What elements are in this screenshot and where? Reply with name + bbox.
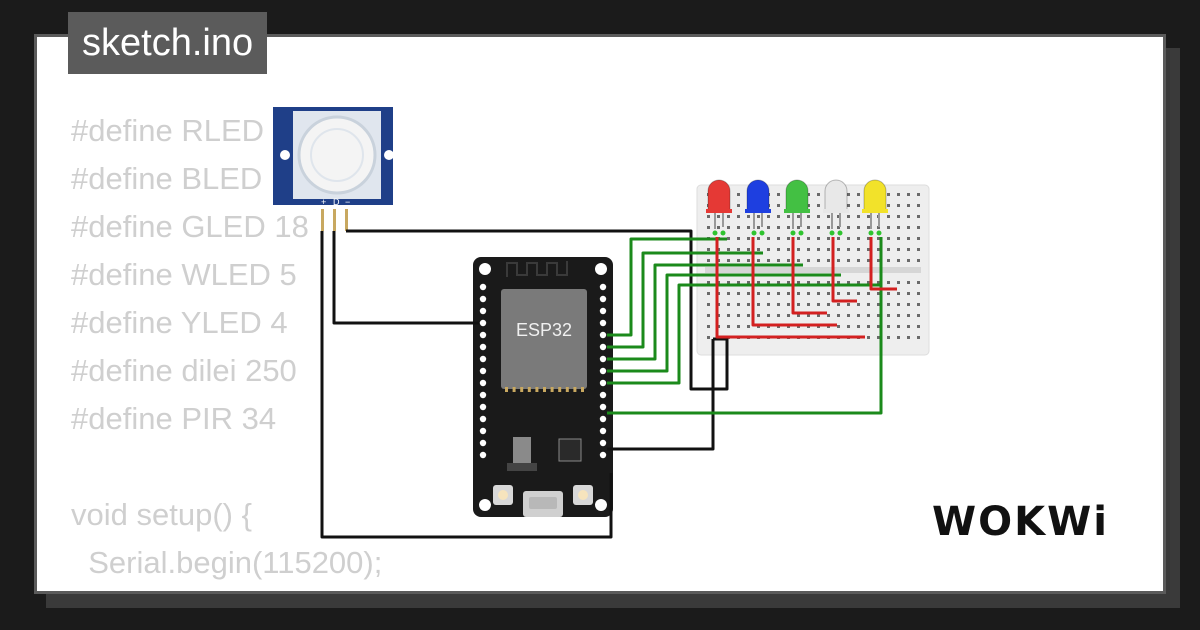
circuit-diagram[interactable]: ESP32 + D − <box>37 37 1166 594</box>
green-led[interactable] <box>784 179 810 236</box>
led-group[interactable] <box>706 179 888 236</box>
wokwi-logo: WOKWi <box>932 499 1109 545</box>
pir-pin-vcc: + <box>321 197 326 207</box>
code-line: #define GLED 18 <box>71 209 309 244</box>
white-led[interactable] <box>823 179 849 236</box>
yellow-led[interactable] <box>862 179 888 236</box>
filename-tab[interactable]: sketch.ino <box>68 12 268 74</box>
code-line: #define YLED 4 <box>71 305 288 340</box>
esp32-module <box>501 289 587 389</box>
red-led[interactable] <box>706 179 732 236</box>
blue-led[interactable] <box>745 179 771 236</box>
preview-card: #define RLED 21#define BLED 19#define GL… <box>34 34 1166 594</box>
code-line: #define PIR 34 <box>71 401 277 436</box>
code-line: Serial.begin(115200); <box>71 545 383 580</box>
wires <box>320 229 897 539</box>
pir-pin-data: D <box>333 197 340 207</box>
board-label: ESP32 <box>516 320 572 340</box>
pir-sensor[interactable]: + D − <box>273 107 394 231</box>
code-line: #define WLED 5 <box>71 257 297 292</box>
code-editor[interactable]: #define RLED 21#define BLED 19#define GL… <box>71 107 464 591</box>
pir-pin-gnd: − <box>345 197 350 207</box>
code-line: #define dilei 250 <box>71 353 297 388</box>
code-line: void setup() { <box>71 497 252 532</box>
esp32-board[interactable]: ESP32 <box>473 257 613 517</box>
